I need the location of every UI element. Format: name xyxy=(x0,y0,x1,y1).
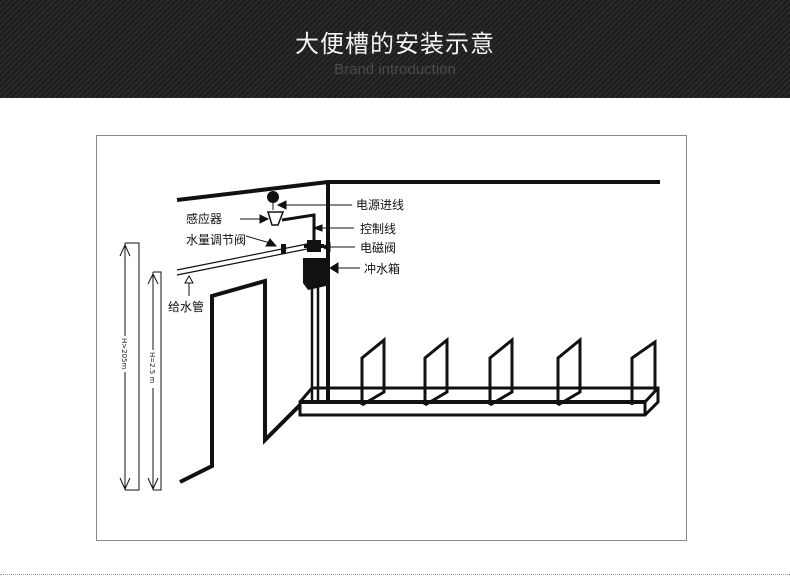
label-flow-valve: 水量调节阀 xyxy=(186,233,246,247)
page-title: 大便槽的安装示意 xyxy=(295,30,495,58)
trough xyxy=(298,386,660,417)
ceiling-line xyxy=(176,180,660,202)
label-sensor: 感应器 xyxy=(186,211,222,226)
power-junction-icon xyxy=(267,191,279,203)
supply-pipe xyxy=(176,242,313,271)
label-flush-tank: 冲水箱 xyxy=(364,261,400,276)
label-supply-pipe: 给水管 xyxy=(168,299,204,314)
label-solenoid-valve: 电磁阀 xyxy=(360,240,396,255)
diagram-frame xyxy=(96,135,687,541)
flow-valve-icon xyxy=(281,244,286,254)
door-outline xyxy=(179,278,302,484)
flush-tank-icon xyxy=(303,258,326,290)
label-power-line: 电源进线 xyxy=(356,198,404,212)
dimension-inner: H=2.5 m xyxy=(148,352,156,383)
footer-divider xyxy=(0,574,790,575)
page-subtitle: Brand introduction xyxy=(334,61,456,78)
sensor-icon xyxy=(266,211,285,226)
label-control-line: 控制线 xyxy=(360,222,396,236)
control-wire xyxy=(281,213,316,242)
header-banner: 大便槽的安装示意 Brand introduction xyxy=(0,0,790,98)
dimension-outer: H>205m xyxy=(120,338,128,369)
trough-dividers xyxy=(360,336,657,407)
